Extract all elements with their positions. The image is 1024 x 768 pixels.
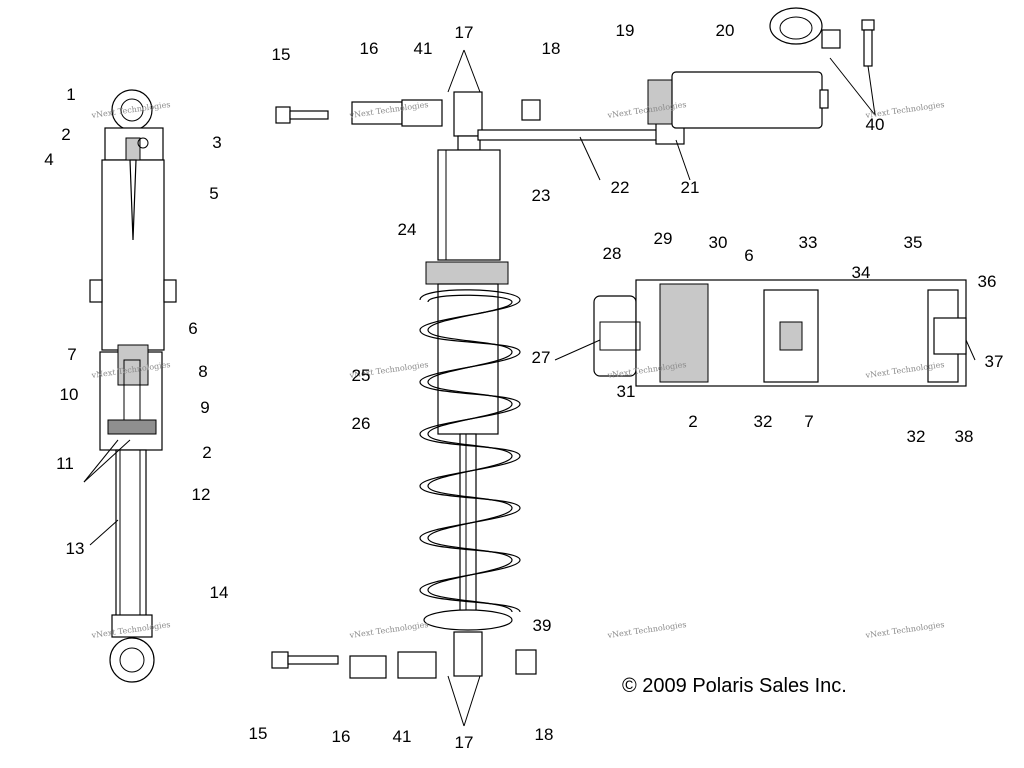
watermark-text: vNext Technologies xyxy=(864,620,945,640)
callout-number: 28 xyxy=(603,244,622,263)
callout-number: 40 xyxy=(866,115,885,134)
callout-number: 15 xyxy=(249,724,268,743)
callout-number: 5 xyxy=(209,184,218,203)
reservoir-cross-section xyxy=(593,279,967,387)
callout-number: 18 xyxy=(542,39,561,58)
callout-number: 9 xyxy=(200,398,209,417)
shock-cross-section-left xyxy=(89,89,177,683)
callout-number: 32 xyxy=(754,412,773,431)
callout-number: 2 xyxy=(202,443,211,462)
callout-number: 36 xyxy=(978,272,997,291)
callout-number: 2 xyxy=(688,412,697,431)
callout-number: 38 xyxy=(955,427,974,446)
callout-number: 2 xyxy=(61,125,70,144)
copyright-notice: © 2009 Polaris Sales Inc. xyxy=(622,675,847,697)
callout-number: 8 xyxy=(198,362,207,381)
callout-number: 39 xyxy=(533,616,552,635)
watermark-text: vNext Technologies xyxy=(606,620,687,640)
callout-number: 30 xyxy=(709,233,728,252)
callout-number: 20 xyxy=(716,21,735,40)
callout-number: 21 xyxy=(681,178,700,197)
callout-number: 41 xyxy=(393,727,412,746)
callout-number: 6 xyxy=(188,319,197,338)
callout-number: 14 xyxy=(210,583,229,602)
callout-number: 27 xyxy=(532,348,551,367)
callout-number: 29 xyxy=(654,229,673,248)
callout-number: 7 xyxy=(67,345,76,364)
callout-number: 23 xyxy=(532,186,551,205)
callout-number: 18 xyxy=(535,725,554,744)
callout-number: 37 xyxy=(985,352,1004,371)
callout-number: 33 xyxy=(799,233,818,252)
callout-number: 26 xyxy=(352,414,371,433)
callout-number: 6 xyxy=(744,246,753,265)
callout-number: 3 xyxy=(212,133,221,152)
callout-number: 31 xyxy=(617,382,636,401)
callout-number: 7 xyxy=(804,412,813,431)
callout-number: 25 xyxy=(352,366,371,385)
callout-number: 22 xyxy=(611,178,630,197)
callout-number: 10 xyxy=(60,385,79,404)
callout-number: 12 xyxy=(192,485,211,504)
watermark-text: vNext Technologies xyxy=(348,620,429,640)
callout-number: 16 xyxy=(332,727,351,746)
callout-number: 34 xyxy=(852,263,871,282)
callout-number: 24 xyxy=(398,220,417,239)
callout-number: 15 xyxy=(272,45,291,64)
callout-number: 35 xyxy=(904,233,923,252)
callout-number: 17 xyxy=(455,733,474,752)
callout-number: 4 xyxy=(44,150,53,169)
callout-number: 11 xyxy=(56,454,74,473)
callout-number: 1 xyxy=(66,85,75,104)
leader-lines xyxy=(83,49,976,727)
callout-number: 41 xyxy=(414,39,433,58)
coil-over-shock-center xyxy=(271,91,541,679)
coil-spring xyxy=(419,289,521,613)
callout-number: 19 xyxy=(616,21,635,40)
callout-number: 16 xyxy=(360,39,379,58)
callout-number: 13 xyxy=(66,539,85,558)
remote-reservoir xyxy=(477,7,875,145)
callout-number: 32 xyxy=(907,427,926,446)
callout-number: 17 xyxy=(455,23,474,42)
